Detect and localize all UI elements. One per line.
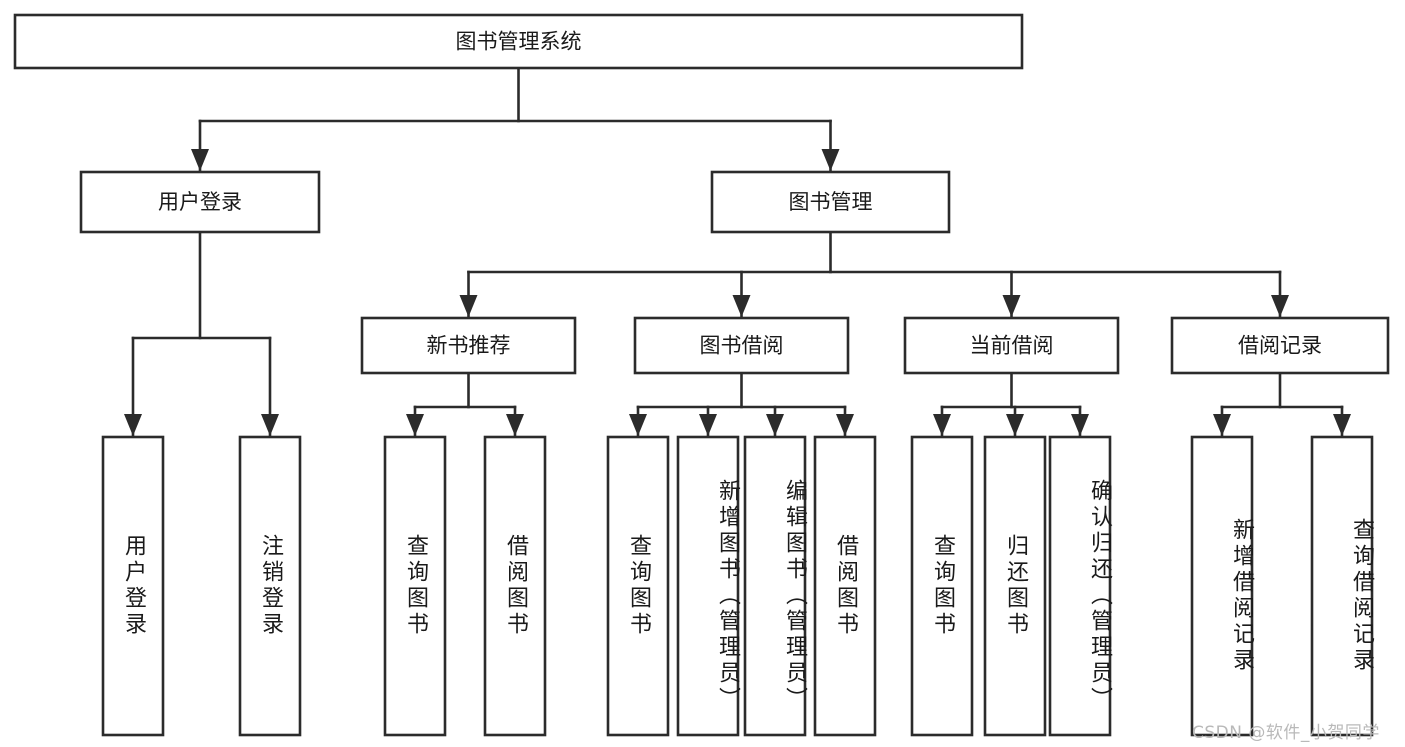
arrow-head-icon [1271,295,1289,317]
arrow-head-icon [821,149,840,171]
node-label-book-borrow: 图书借阅 [700,334,784,358]
arrow-head-icon [1333,414,1351,436]
node-box-leaf-query-book-borrow[interactable] [606,435,670,737]
node-box-leaf-edit-book[interactable] [743,435,807,737]
arrow-head-icon [629,414,647,436]
arrow-head-icon [261,414,279,436]
node-label-current-borrow: 当前借阅 [970,334,1054,358]
connectors-layer [124,66,1351,438]
node-box-leaf-add-book[interactable] [676,435,740,737]
node-box-new-book-recommend[interactable] [360,316,577,375]
node-label-new-book-recommend: 新书推荐 [427,334,511,358]
node-box-leaf-user-login[interactable] [101,435,165,737]
node-box-leaf-borrow-book[interactable] [813,435,877,737]
node-box-leaf-query-borrow-record[interactable] [1310,435,1374,737]
arrow-head-icon [406,414,424,436]
node-label-book-manage: 图书管理 [789,190,873,214]
node-box-root[interactable] [13,13,1024,70]
node-box-book-manage[interactable] [710,170,951,234]
arrow-head-icon [1006,414,1024,436]
node-box-current-borrow[interactable] [903,316,1120,375]
node-label-user-login: 用户登录 [158,190,242,214]
arrow-head-icon [699,414,717,436]
boxes-layer [13,13,1390,737]
arrow-head-icon [1071,414,1089,436]
node-label-borrow-record: 借阅记录 [1238,334,1322,358]
node-box-leaf-query-book-current[interactable] [910,435,974,737]
node-box-leaf-confirm-return[interactable] [1048,435,1112,737]
arrow-head-icon [933,414,951,436]
node-box-leaf-user-logout[interactable] [238,435,302,737]
arrow-head-icon [1213,414,1231,436]
arrow-head-icon [836,414,854,436]
node-box-leaf-return-book[interactable] [983,435,1047,737]
arrow-head-icon [459,295,478,317]
node-box-book-borrow[interactable] [633,316,850,375]
node-box-leaf-query-book-recommend[interactable] [383,435,447,737]
node-box-user-login[interactable] [79,170,321,234]
arrow-head-icon [1002,295,1021,317]
arrow-head-icon [124,414,142,436]
node-box-borrow-record[interactable] [1170,316,1390,375]
arrow-head-icon [191,149,209,171]
arrow-head-icon [732,295,751,317]
node-box-leaf-borrow-book-recommend[interactable] [483,435,547,737]
arrow-head-icon [506,414,524,436]
node-label-root: 图书管理系统 [456,30,582,54]
watermark-text: CSDN @软件_小贺同学 [1192,723,1380,743]
arrow-head-icon [766,414,784,436]
node-box-leaf-add-borrow-record[interactable] [1190,435,1254,737]
